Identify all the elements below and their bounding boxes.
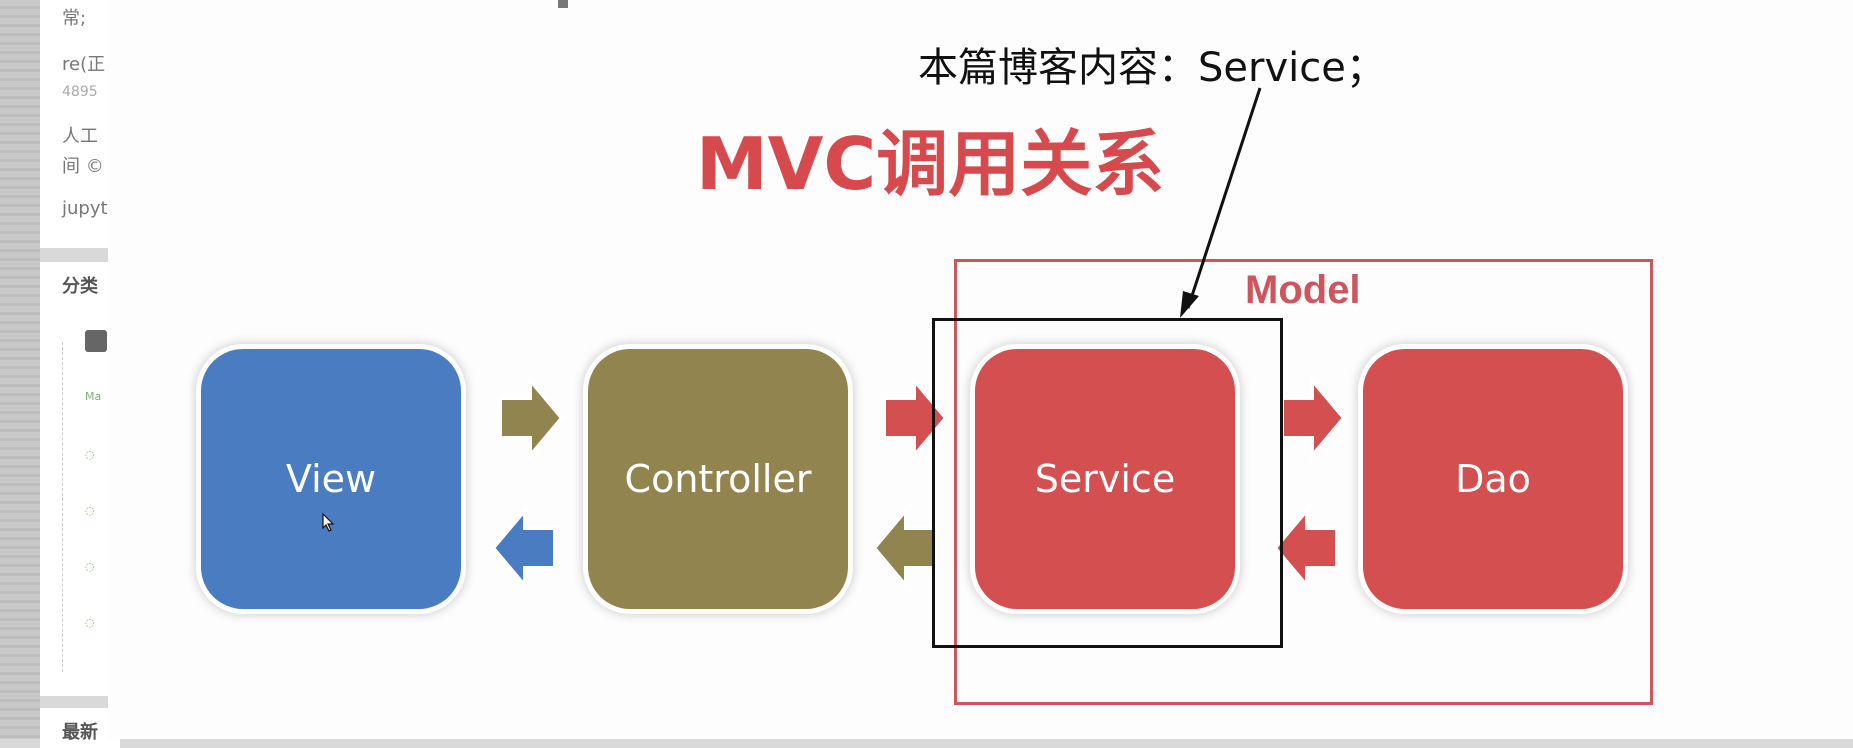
sidebar-text[interactable]: jupyte bbox=[62, 198, 119, 219]
sidebar-section-heading: 最新 bbox=[62, 722, 98, 743]
mouse-cursor-icon bbox=[322, 513, 335, 532]
slide-title: MVC调用关系 bbox=[696, 122, 1165, 206]
pointer-line bbox=[1186, 87, 1262, 309]
category-icon[interactable]: ◌ bbox=[85, 616, 95, 629]
sidebar-text[interactable]: re(正 bbox=[62, 54, 106, 75]
sidebar-count: 4895 bbox=[62, 84, 98, 100]
sidebar-card-categories: 分类 Ma ◌ ◌ ◌ ◌ bbox=[40, 262, 120, 696]
model-group-box bbox=[954, 259, 1653, 705]
arrow-controller-to-view bbox=[490, 504, 557, 592]
service-node: Service bbox=[975, 349, 1235, 609]
model-label: Model bbox=[1245, 268, 1361, 312]
arrow-view-to-controller bbox=[498, 374, 565, 462]
view-node: View bbox=[201, 349, 461, 609]
sidebar-text[interactable]: 常; bbox=[62, 8, 87, 29]
background-page-strip bbox=[0, 0, 40, 739]
category-thumbnail[interactable] bbox=[85, 330, 107, 352]
arrow-service-to-dao bbox=[1280, 374, 1347, 462]
arrow-dao-to-service bbox=[1272, 504, 1339, 592]
category-icon[interactable]: ◌ bbox=[85, 448, 95, 461]
tree-line bbox=[62, 342, 64, 672]
category-thumbnail[interactable]: Ma bbox=[85, 390, 102, 403]
controller-node: Controller bbox=[588, 349, 848, 609]
sidebar-card-articles: 常; re(正 4895 人工 间 © jupyte bbox=[40, 0, 120, 248]
sidebar-text: 间 © bbox=[62, 156, 104, 177]
category-icon[interactable]: ◌ bbox=[85, 504, 95, 517]
sidebar-text[interactable]: 人工 bbox=[62, 126, 98, 147]
category-icon[interactable]: ◌ bbox=[85, 560, 95, 573]
arrow-controller-to-service bbox=[882, 374, 949, 462]
annotation-text: 本篇博客内容：Service； bbox=[918, 45, 1386, 91]
pointer-arrowhead bbox=[1180, 291, 1199, 318]
dao-node: Dao bbox=[1363, 349, 1623, 609]
sidebar-section-heading: 分类 bbox=[62, 276, 98, 297]
service-highlight-box bbox=[932, 318, 1283, 648]
arrow-service-to-controller bbox=[871, 504, 938, 592]
top-scroll-marker bbox=[558, 0, 568, 8]
